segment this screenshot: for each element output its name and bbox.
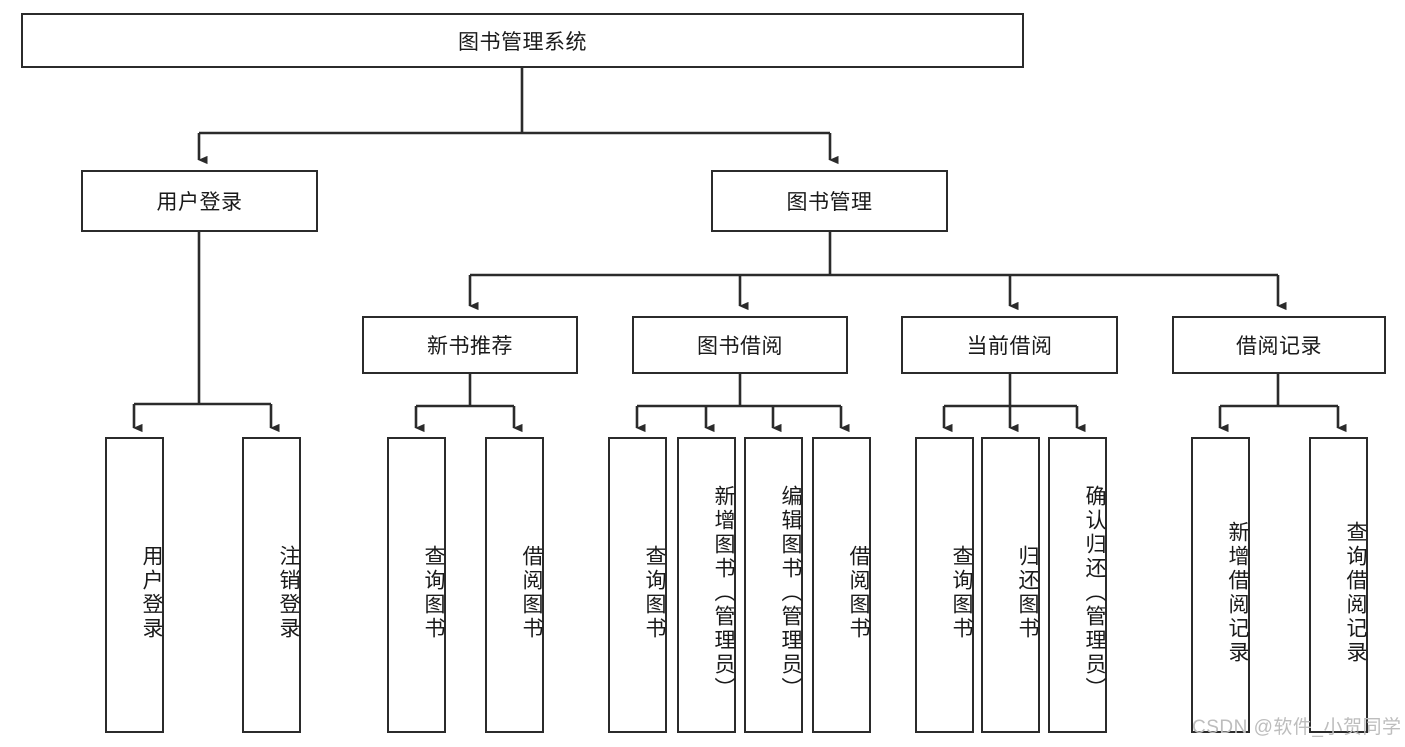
leaf-new-book-query[interactable]: 查询图书	[387, 437, 446, 733]
node-label: 借阅图书	[847, 545, 870, 641]
leaf-user-login-signin[interactable]: 用户登录	[105, 437, 164, 733]
node-label: 新增借阅记录	[1226, 521, 1249, 665]
leaf-current-confirm-return-admin[interactable]: 确认归还（管理员）	[1048, 437, 1107, 733]
node-label: 确认归还（管理员）	[1083, 485, 1106, 701]
node-label: 注销登录	[277, 545, 300, 641]
node-label: 用户登录	[156, 191, 243, 214]
node-book-borrow[interactable]: 图书借阅	[632, 316, 848, 374]
node-borrow-record[interactable]: 借阅记录	[1172, 316, 1386, 374]
leaf-new-book-borrow[interactable]: 借阅图书	[485, 437, 544, 733]
node-user-login[interactable]: 用户登录	[81, 170, 318, 232]
leaf-borrow-edit-book-admin[interactable]: 编辑图书（管理员）	[744, 437, 803, 733]
node-label: 图书借阅	[697, 335, 783, 358]
node-root-book-management-system[interactable]: 图书管理系统	[21, 13, 1024, 68]
leaf-borrow-add-book-admin[interactable]: 新增图书（管理员）	[677, 437, 736, 733]
leaf-current-return-book[interactable]: 归还图书	[981, 437, 1040, 733]
node-label: 借阅图书	[520, 545, 543, 641]
leaf-borrow-borrow-book[interactable]: 借阅图书	[812, 437, 871, 733]
leaf-user-login-signout[interactable]: 注销登录	[242, 437, 301, 733]
leaf-borrow-query-book[interactable]: 查询图书	[608, 437, 667, 733]
node-label: 查询图书	[950, 545, 973, 641]
node-book-management[interactable]: 图书管理	[711, 170, 948, 232]
node-label: 当前借阅	[966, 335, 1053, 358]
csdn-watermark: CSDN @软件_小贺同学	[1192, 717, 1402, 738]
node-label: 图书管理系统	[458, 30, 587, 54]
leaf-record-add[interactable]: 新增借阅记录	[1191, 437, 1250, 733]
node-label: 图书管理	[786, 191, 873, 214]
node-label: 查询图书	[422, 545, 445, 641]
node-label: 查询借阅记录	[1344, 521, 1367, 665]
node-label: 查询图书	[643, 545, 666, 641]
node-label: 归还图书	[1016, 545, 1039, 641]
node-new-book-recommend[interactable]: 新书推荐	[362, 316, 578, 374]
node-label: 用户登录	[140, 545, 163, 641]
node-label: 编辑图书（管理员）	[779, 485, 802, 701]
node-label: 新增图书（管理员）	[712, 485, 735, 701]
leaf-current-query-book[interactable]: 查询图书	[915, 437, 974, 733]
node-current-borrow[interactable]: 当前借阅	[901, 316, 1118, 374]
node-label: 新书推荐	[427, 335, 513, 358]
leaf-record-query[interactable]: 查询借阅记录	[1309, 437, 1368, 733]
node-label: 借阅记录	[1236, 335, 1322, 358]
